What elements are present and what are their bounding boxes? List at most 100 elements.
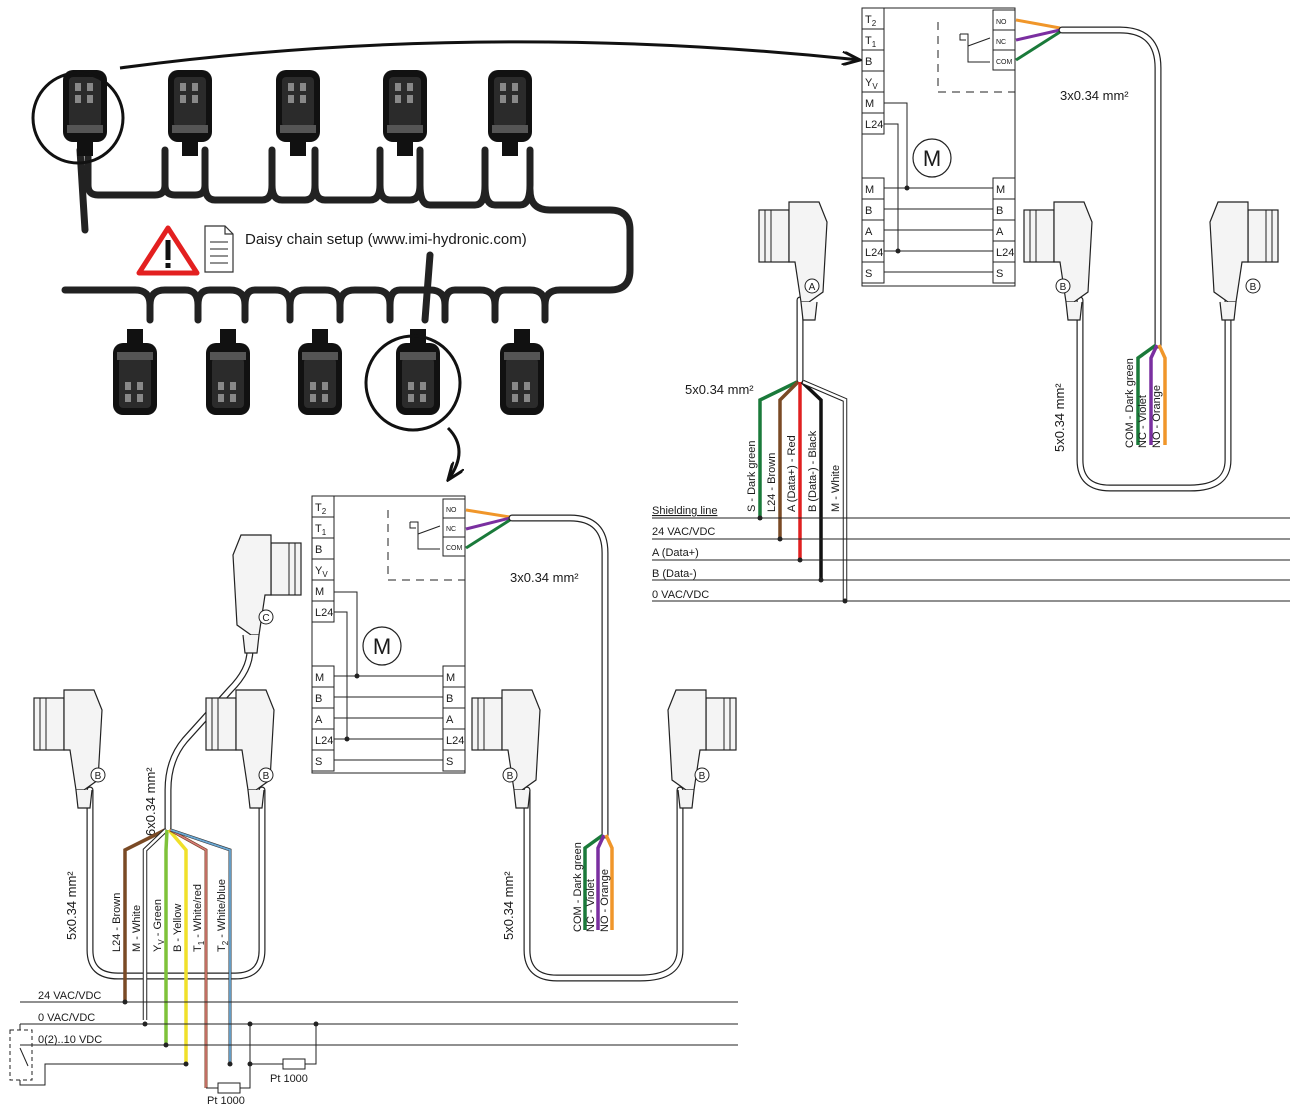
- top-bus-out-terminal-label: L24: [996, 247, 1014, 259]
- bottom-connector-b1: B: [90, 767, 106, 783]
- bottom-input-terminal-label: B: [315, 544, 322, 556]
- bottom-signal-cable-label: 6x0.34 mm²: [143, 767, 158, 836]
- svg-text:C: C: [262, 613, 269, 624]
- top-input-terminal-label: T2: [865, 14, 877, 28]
- bottom-wire-nc: NC - Violet: [585, 879, 597, 932]
- top-bus-in-terminal-label: L24: [865, 247, 883, 259]
- line-data-minus: B (Data-): [652, 568, 697, 580]
- top-input-terminal-label: M: [865, 98, 874, 110]
- top-bus-in-terminal-label: B: [865, 205, 872, 217]
- line-shielding: Shielding line: [652, 505, 717, 517]
- bottom-bus-out-terminal-label: S: [446, 756, 453, 768]
- daisy-chain-illustration: Daisy chain setup (www.imi-hydronic.com): [31, 40, 860, 480]
- bottom-bus-in-terminal-label: A: [315, 714, 323, 726]
- bottom-left-cable-label: 5x0.34 mm²: [64, 871, 79, 940]
- daisy-chain-note: Daisy chain setup (www.imi-hydronic.com): [245, 231, 527, 248]
- top-connector-a: A: [804, 278, 820, 294]
- bottom-line-0vac: 0 VAC/VDC: [38, 1012, 95, 1024]
- bottom-right-cable-label: 5x0.34 mm²: [501, 871, 516, 940]
- motor-symbol: [912, 138, 952, 178]
- arrow-to-top-unit: [119, 40, 860, 70]
- svg-text:B: B: [699, 771, 706, 782]
- motor-label-bottom: M: [373, 634, 391, 659]
- bottom-bus-in-terminal-label: S: [315, 756, 322, 768]
- bottom-signal-wire-label: T2 - White/blue: [216, 879, 230, 952]
- top-bus-out-terminal-label: B: [996, 205, 1003, 217]
- top-bus-out-terminal-label: S: [996, 268, 1003, 280]
- bottom-line-signal: 0(2)..10 VDC: [38, 1034, 102, 1046]
- bottom-relay-terminal: [442, 536, 466, 557]
- top-input-terminal-label: T1: [865, 35, 877, 49]
- bottom-signal-wire-label: L24 - Brown: [111, 893, 123, 952]
- top-bus-in-terminal-label: S: [865, 268, 872, 280]
- bottom-signal-wire-label: B - Yellow: [172, 904, 184, 952]
- top-relay-terminal-label: NC: [996, 39, 1006, 46]
- top-wire-com: COM - Dark green: [1124, 358, 1136, 448]
- sensor-pt1000-b: Pt 1000: [207, 1095, 245, 1106]
- top-input-terminal-label: L24: [865, 119, 883, 131]
- bottom-input-terminal-label: T1: [315, 523, 327, 537]
- bottom-bus-in-terminal-label: M: [315, 672, 324, 684]
- line-0vac: 0 VAC/VDC: [652, 589, 709, 601]
- svg-text:A: A: [809, 282, 816, 293]
- top-wire-l24: L24 - Brown: [766, 453, 778, 512]
- bottom-line-24vac: 24 VAC/VDC: [38, 990, 101, 1002]
- top-bus-cable-label: 5x0.34 mm²: [685, 382, 754, 397]
- bottom-relay-cable-label: 3x0.34 mm²: [510, 570, 579, 585]
- sensor-pt1000-a: Pt 1000: [270, 1073, 308, 1085]
- highlight-circle: [364, 334, 462, 432]
- top-supply-lines: Shielding line 24 VAC/VDC A (Data+) B (D…: [652, 505, 1290, 604]
- svg-text:B: B: [1060, 282, 1067, 293]
- bottom-relay-terminal-label: NC: [446, 526, 456, 533]
- document-icon: [204, 225, 234, 273]
- bottom-input-terminal-label: T2: [315, 502, 327, 516]
- bottom-signal-wire-label: YV - Green: [152, 899, 166, 952]
- top-wire-nc: NC - Violet: [1137, 395, 1149, 448]
- top-relay-terminal-label: NO: [996, 19, 1007, 26]
- line-data-plus: A (Data+): [652, 547, 699, 559]
- top-relay-terminal: [992, 49, 1016, 71]
- top-relay-terminal-label: COM: [996, 59, 1013, 66]
- bottom-connector-b3: B: [502, 767, 518, 783]
- bottom-input-terminal-label: M: [315, 586, 324, 598]
- bottom-connector-b4: B: [694, 767, 710, 783]
- top-wire-s: S - Dark green: [746, 440, 758, 512]
- bottom-relay-terminal-label: NO: [446, 507, 457, 514]
- motor-symbol-bottom: [362, 626, 402, 666]
- top-relay-cable-label: 3x0.34 mm²: [1060, 88, 1129, 103]
- bottom-connector-b2: B: [258, 767, 274, 783]
- top-bus-in-terminal-label: A: [865, 226, 873, 238]
- top-wire-no: NO - Orange: [1151, 385, 1163, 448]
- bottom-wire-com: COM - Dark green: [572, 842, 584, 932]
- bottom-bus-out-terminal-label: B: [446, 693, 453, 705]
- motor-label: M: [923, 146, 941, 171]
- bottom-connector-c: C: [258, 609, 274, 625]
- top-wire-a: A (Data+) - Red: [786, 435, 798, 512]
- line-24vac: 24 VAC/VDC: [652, 526, 715, 538]
- bottom-wire-no: NO - Orange: [599, 869, 611, 932]
- top-bus-in-terminal-label: M: [865, 184, 874, 196]
- top-connector-b1: B: [1055, 278, 1071, 294]
- bottom-supply-lines: 24 VAC/VDC 0 VAC/VDC 0(2)..10 VDC Pt 100…: [9, 990, 738, 1106]
- bottom-signal-wire-label: M - White: [131, 905, 143, 952]
- bottom-signal-wire-label: T1 - White/red: [192, 884, 206, 952]
- bottom-bus-in-terminal-label: L24: [315, 735, 333, 747]
- arrow-to-bottom-unit: [448, 426, 459, 480]
- top-bus-cable-b-label: 5x0.34 mm²: [1052, 383, 1067, 452]
- bottom-bus-out-terminal-label: L24: [446, 735, 464, 747]
- top-connector-b2: B: [1245, 278, 1261, 294]
- top-wire-m: M - White: [830, 465, 842, 512]
- bottom-bus-out-terminal-label: A: [446, 714, 454, 726]
- bottom-relay-terminal-label: COM: [446, 545, 463, 552]
- svg-text:B: B: [95, 771, 102, 782]
- highlight-circle: [31, 71, 125, 165]
- top-bus-out-terminal-label: A: [996, 226, 1004, 238]
- svg-text:B: B: [507, 771, 514, 782]
- top-input-terminal-label: B: [865, 56, 872, 68]
- svg-text:B: B: [1250, 282, 1257, 293]
- bottom-input-terminal-label: L24: [315, 607, 333, 619]
- warning-triangle-icon: [136, 225, 200, 276]
